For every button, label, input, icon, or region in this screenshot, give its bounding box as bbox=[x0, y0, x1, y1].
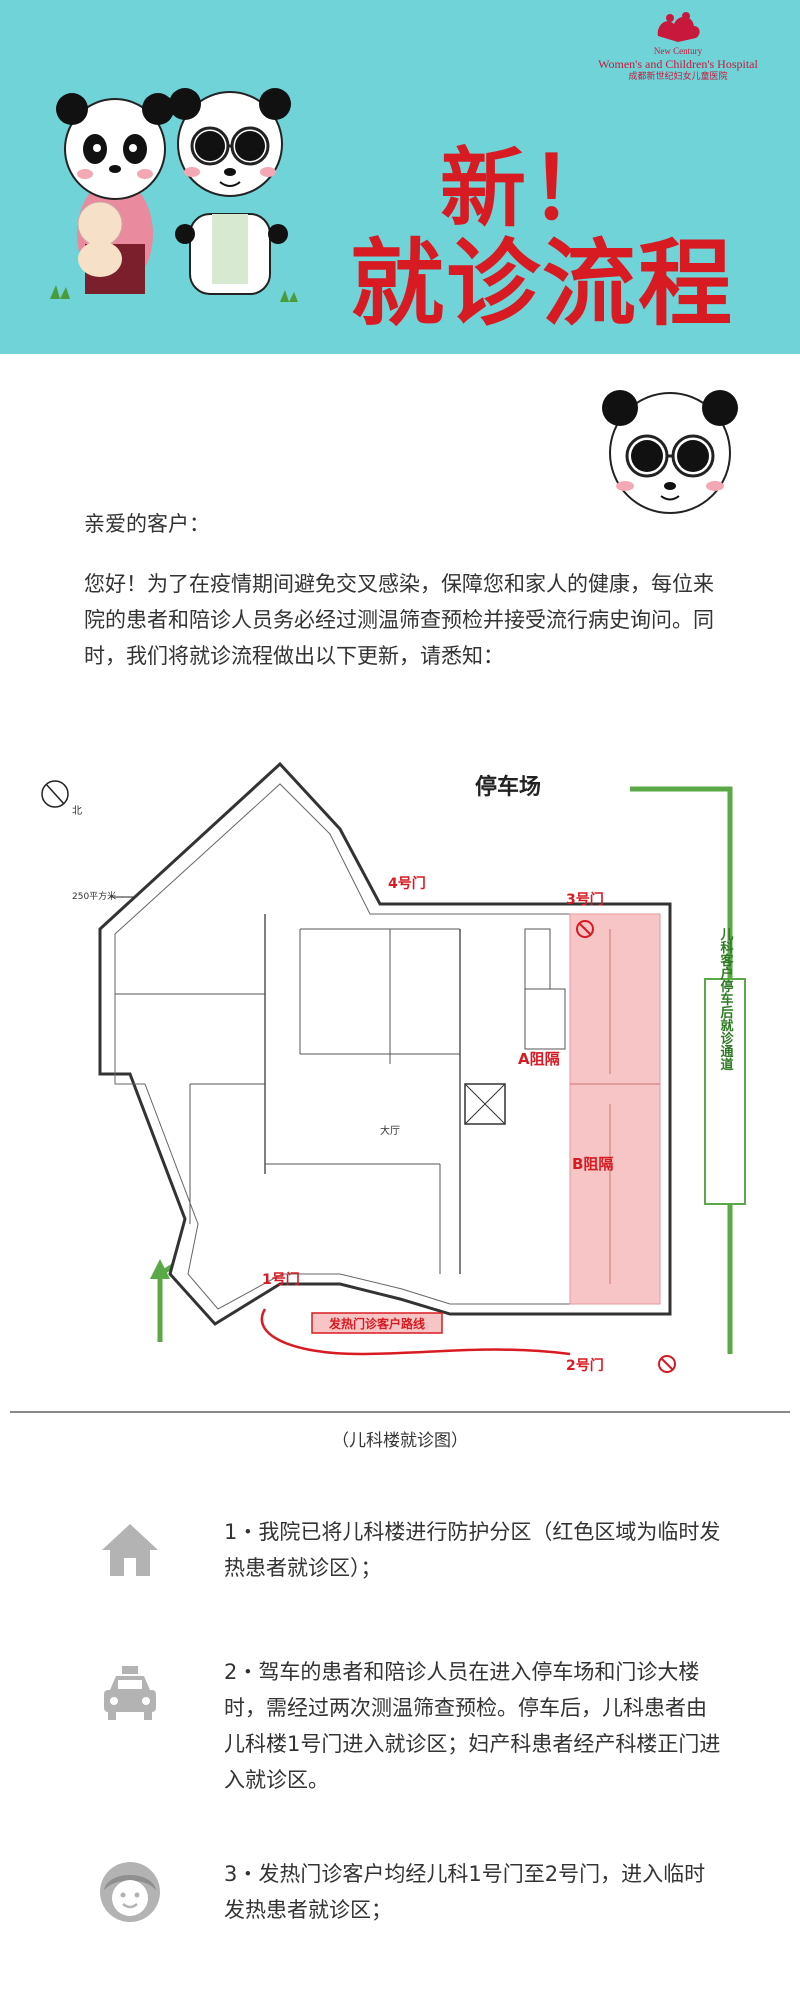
zone-a-label: A阻隔 bbox=[518, 1050, 560, 1068]
panda-doctor-illustration bbox=[602, 390, 738, 514]
greeting: 亲爱的客户： bbox=[84, 512, 210, 536]
intro-paragraph: 您好！为了在疫情期间避免交叉感染，保障您和家人的健康，每位来院的患者和陪诊人员务… bbox=[84, 572, 714, 668]
title-line1: 新！ bbox=[440, 138, 620, 239]
taxi-icon bbox=[104, 1666, 156, 1720]
logo-line3: 成都新世纪妇女儿童医院 bbox=[628, 72, 728, 82]
north-label: 北 bbox=[72, 805, 82, 817]
logo-line2: Women's and Children's Hospital bbox=[598, 57, 758, 71]
parking-label: 停车场 bbox=[475, 774, 541, 800]
step-text-2: 2・驾车的患者和陪诊人员在进入停车场和门诊大楼时，需经过两次测温筛查预检。停车后… bbox=[224, 1660, 721, 1792]
floor-map: 北 停车场 儿科客户停车后就诊通道 250平方米 bbox=[10, 754, 790, 1416]
hospital-logo: New Century Women's and Children's Hospi… bbox=[578, 6, 778, 83]
home-icon bbox=[102, 1524, 158, 1576]
panda-mascots-illustration bbox=[50, 88, 298, 302]
fever-zone bbox=[569, 913, 661, 1305]
step-text-1: 1・我院已将儿科楼进行防护分区（红色区域为临时发热患者就诊区）； bbox=[224, 1520, 721, 1580]
logo-line1: New Century bbox=[653, 46, 703, 56]
building-outline bbox=[98, 761, 672, 1326]
lobby-label: 大厅 bbox=[380, 1124, 400, 1137]
header-banner: New Century Women's and Children's Hospi… bbox=[0, 0, 800, 354]
gate3-label: 3号门 bbox=[566, 891, 604, 908]
step-text-3: 3・发热门诊客户均经儿科1号门至2号门，进入临时发热患者就诊区； bbox=[224, 1862, 706, 1922]
hospital-logo-icon bbox=[657, 12, 700, 42]
fever-path-label: 发热门诊客户路线 bbox=[328, 1316, 425, 1331]
fever-path-box bbox=[311, 1312, 443, 1334]
title-line2: 就诊流程 bbox=[350, 229, 735, 339]
map-caption: （儿科楼就诊图） bbox=[332, 1431, 468, 1451]
zone-b-label: B阻隔 bbox=[572, 1155, 613, 1173]
no-entry-icon bbox=[576, 920, 594, 938]
gate2-label: 2号门 bbox=[566, 1357, 604, 1374]
face-icon bbox=[100, 1862, 160, 1922]
no-entry-icon bbox=[658, 1355, 676, 1373]
compass-icon bbox=[41, 780, 69, 808]
gate4-label: 4号门 bbox=[388, 875, 426, 892]
side-path-label: 儿科客户停车后就诊通道 bbox=[718, 928, 735, 1072]
gate1-label: 1号门 bbox=[262, 1271, 300, 1288]
scale-label: 250平方米 bbox=[72, 890, 116, 902]
floor-plan-diagram: 北 停车场 儿科客户停车后就诊通道 250平方米 bbox=[10, 761, 790, 1413]
side-path-box bbox=[704, 978, 746, 1205]
fever-path-line bbox=[260, 1308, 571, 1356]
